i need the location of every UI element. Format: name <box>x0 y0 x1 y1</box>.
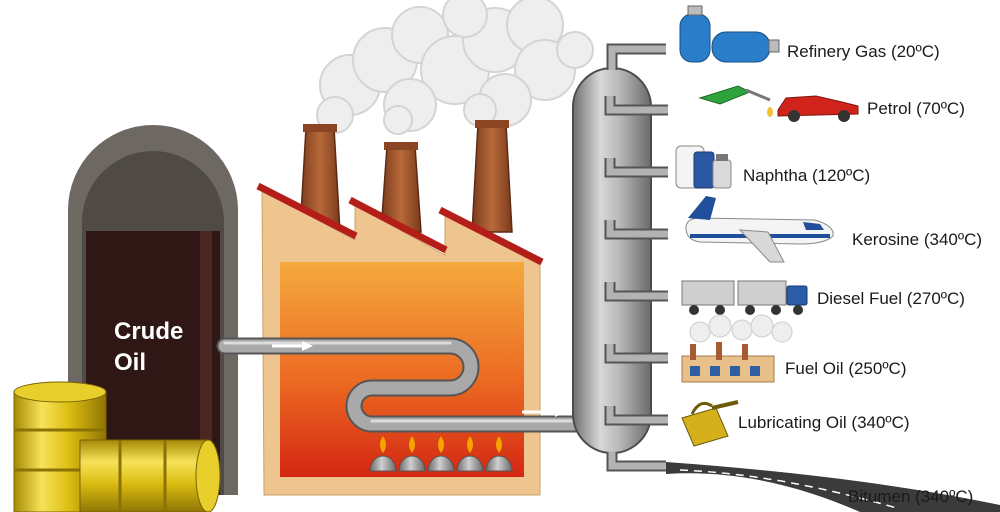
flow-arrow <box>522 407 566 417</box>
burner-icon <box>485 436 513 472</box>
product-label-diesel-fuel: Diesel Fuel (270ºC) <box>817 289 965 309</box>
oil-can-icon <box>681 400 739 447</box>
product-temp: (340ºC) <box>923 230 983 249</box>
factory-icon <box>681 314 793 383</box>
product-name: Naphtha <box>743 166 808 185</box>
product-label-bitumen: Bitumen (340ºC) <box>848 487 973 507</box>
product-name: Refinery Gas <box>787 42 887 61</box>
burner-icon <box>398 436 426 472</box>
product-name: Fuel Oil <box>785 359 844 378</box>
car-icon <box>698 85 859 122</box>
side-draw-pipes <box>604 96 668 426</box>
product-label-naphtha: Naphtha (120ºC) <box>743 166 870 186</box>
chimneys <box>299 120 513 233</box>
flow-arrow <box>272 341 313 351</box>
product-temp: (20ºC) <box>890 42 940 61</box>
crude-oil-tank <box>68 125 238 495</box>
product-label-refinery-gas: Refinery Gas (20ºC) <box>787 42 940 62</box>
oil-barrels <box>13 381 221 512</box>
product-name: Petrol <box>867 99 912 118</box>
product-label-fuel-oil: Fuel Oil (250ºC) <box>785 359 906 379</box>
product-temp: (120ºC) <box>812 166 871 185</box>
product-temp: (340ºC) <box>851 413 910 432</box>
product-name: Diesel Fuel <box>817 289 903 308</box>
product-name: Lubricating Oil <box>738 413 847 432</box>
bottles-icon <box>675 145 732 189</box>
burner-icon <box>427 436 455 472</box>
road-icon <box>666 462 1000 512</box>
product-temp: (270ºC) <box>906 289 965 308</box>
product-label-kerosine: Kerosine (340ºC) <box>852 230 982 250</box>
crude-oil-label: Crude Oil <box>114 316 214 378</box>
product-label-petrol: Petrol (70ºC) <box>867 99 965 119</box>
product-name: Bitumen <box>848 487 911 506</box>
product-name: Kerosine <box>852 230 920 249</box>
product-temp: (70ºC) <box>916 99 965 118</box>
crude-oil-label-line2: Oil <box>114 349 147 376</box>
airplane-icon <box>685 196 834 263</box>
burner-row <box>369 436 513 472</box>
gas-cylinder-icon <box>679 5 780 63</box>
product-temp: (250ºC) <box>848 359 907 378</box>
smoke-cloud <box>316 0 594 135</box>
burner-icon <box>369 436 397 472</box>
burner-icon <box>456 436 484 472</box>
truck-icon <box>681 280 808 315</box>
product-label-lubricating-oil: Lubricating Oil (340ºC) <box>738 413 910 433</box>
feed-pipe <box>216 337 587 433</box>
crude-oil-label-line1: Crude <box>114 318 184 345</box>
product-temp: (340ºC) <box>915 487 974 506</box>
